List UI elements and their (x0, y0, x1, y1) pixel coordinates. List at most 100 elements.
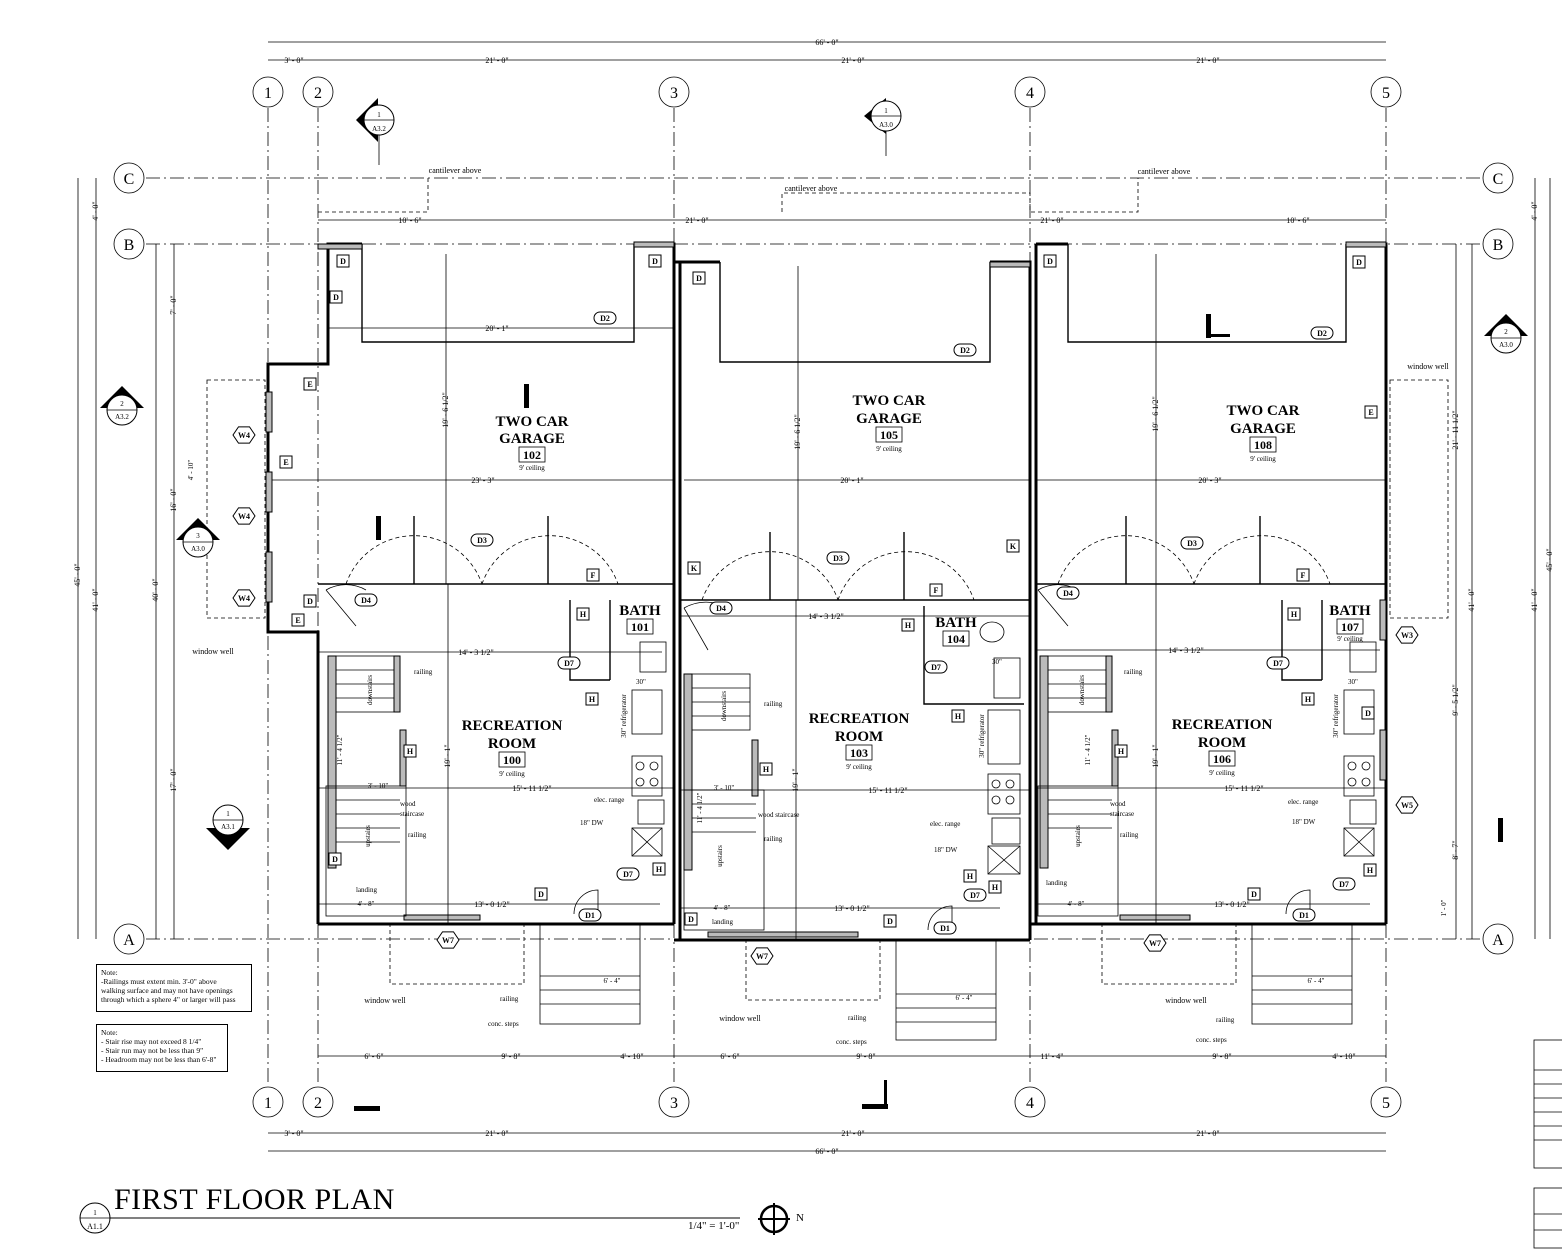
window-tag-w7: W7 (756, 952, 768, 961)
garage-105-ceiling: 9' ceiling (876, 445, 902, 453)
rec-100-ceiling: 9' ceiling (499, 770, 525, 778)
window-tag-box (750, 947, 774, 965)
grid-col-2-top: 2 (314, 85, 322, 102)
door-tag-box (759, 762, 773, 776)
garage-108-name-1: TWO CAR (1227, 403, 1300, 419)
door-type-tag-box (963, 888, 987, 902)
range-c: elec. range (1288, 798, 1318, 806)
window-tag-box (1395, 626, 1419, 644)
door-tag-e: E (295, 616, 300, 625)
window-tag-w4: W4 (238, 512, 250, 521)
grid-row-c-left: C (124, 171, 135, 188)
thirty-a: 30" (636, 678, 646, 686)
grid-row-a-left: A (123, 932, 135, 949)
section-top-left-num: 1 (377, 111, 381, 119)
section-mark-left-3: 3 A3.0 (176, 518, 220, 558)
dim-right-1: 1' - 0" (1440, 899, 1448, 916)
door-type-tag-d7: D7 (931, 663, 941, 672)
bath-104-name: BATH (935, 615, 977, 631)
rec-103-ceiling: 9' ceiling (846, 763, 872, 771)
stair-b-downstairs: downstairs (720, 691, 728, 722)
door-tag-k: K (1010, 542, 1017, 551)
note-stairs-line-4: - Headroom may not be less than 6'-8" (101, 1055, 217, 1064)
grid-bubbles: 1 2 3 4 5 1 2 3 4 5 C B A C B A (113, 76, 1514, 1118)
door-tag-box (1006, 539, 1020, 553)
door-tag-box (687, 561, 701, 575)
railing-steps-c: railing (1216, 1016, 1235, 1024)
dim-bay-4-5-bottom: 21' - 0" (1196, 1129, 1219, 1138)
rec-103-number: 103 (850, 746, 868, 760)
door-tag-h: H (967, 872, 974, 881)
stair-a-upstairs: upstairs (364, 825, 372, 847)
garage-105-name-2: GARAGE (856, 411, 922, 427)
label-window-well-right: window well (1407, 362, 1449, 371)
door-type-tag-box (1310, 326, 1334, 340)
note-railings-line-3: walking surface and may not have opening… (101, 986, 233, 995)
bath-101-name: BATH (619, 603, 661, 619)
door-tag-box (576, 607, 590, 621)
dim-left-4: 4' - 0" (91, 201, 100, 220)
garage-doors (345, 516, 1331, 601)
railing-b2: railing (764, 835, 783, 843)
dim-bay-4-5-top: 21' - 0" (1196, 56, 1219, 65)
door-tag-h: H (1291, 610, 1298, 619)
dim-left-41: 41' - 0" (91, 588, 100, 611)
thirty-c: 30" (1348, 678, 1358, 686)
door-tag-h: H (905, 621, 912, 630)
section-top-mid-sheet: A3.0 (879, 121, 893, 129)
stair-b-upstairs: upstairs (716, 845, 724, 867)
door-type-tag-box (354, 593, 378, 607)
landing-a: landing (356, 886, 377, 894)
dim-bay-2-3-bottom: 21' - 0" (485, 1129, 508, 1138)
door-type-tag-box (1180, 536, 1204, 550)
door-tag-d: D (332, 855, 338, 864)
door-type-tag-box (470, 533, 494, 547)
label-window-well-b: window well (719, 1014, 761, 1023)
door-type-tag-d4: D4 (361, 596, 371, 605)
rec-103-name-1: RECREATION (809, 711, 910, 727)
door-tag-box (1296, 568, 1310, 582)
door-tag-box (684, 912, 698, 926)
rec-100-name-1: RECREATION (462, 718, 563, 734)
dim-garage-full-left: 23' - 3" (471, 476, 494, 485)
window-tag-w7: W7 (442, 936, 454, 945)
door-tag-e: E (283, 458, 288, 467)
dim-stair-len-a: 11' - 4 1/2" (336, 734, 344, 765)
garage-102-name-1: TWO CAR (496, 414, 569, 430)
door-tag-h: H (1305, 695, 1312, 704)
door-tag-box (328, 852, 342, 866)
stair-c-upstairs: upstairs (1074, 825, 1082, 847)
door-type-tag-d7: D7 (1273, 659, 1283, 668)
door-tag-box (1363, 863, 1377, 877)
dim-left-16: 16' - 0" (169, 488, 178, 511)
bath-107-number: 107 (1341, 620, 1359, 634)
door-tag-h: H (656, 865, 663, 874)
section-mark-top-mid: 1 A3.0 (864, 98, 902, 156)
drawing-title: FIRST FLOOR PLAN (114, 1183, 395, 1216)
dim-rear-width-c: 13' - 0 1/2" (1214, 900, 1250, 909)
note-stairs-line-3: - Stair run may not be less than 9" (101, 1046, 204, 1055)
wood-staircase-c-1: wood (1110, 800, 1126, 808)
dim-rec-depth-a: 19' - 1" (443, 744, 452, 767)
cut-markers (354, 314, 1503, 1111)
garage-108-name-2: GARAGE (1230, 421, 1296, 437)
door-tag-box (1364, 405, 1378, 419)
railing-a2: railing (408, 831, 427, 839)
grid-row-b-left: B (124, 237, 135, 254)
conc-steps-b: conc. steps (836, 1038, 867, 1046)
door-tag-box (901, 618, 915, 632)
dim-garage-depth-mid: 19' - 6 1/2" (793, 414, 802, 450)
section-left-2-num: 2 (120, 400, 124, 408)
north-label: N (796, 1212, 804, 1224)
door-type-tag-box (1332, 877, 1356, 891)
wood-staircase-c-2: staircase (1110, 810, 1134, 818)
note-stairs-line-1: Note: (101, 1028, 118, 1037)
dim-bottom-b2: 9' - 8" (856, 1052, 875, 1061)
dim-left-4-10: 4' - 10" (187, 460, 195, 481)
exterior-walls (265, 241, 1388, 942)
dim-left-17: 17' - 0" (169, 768, 178, 791)
dim-rear-width-a: 13' - 0 1/2" (474, 900, 510, 909)
grid-col-3-top: 3 (670, 85, 678, 102)
note-railings-line-4: through which a sphere 4" or larger will… (101, 995, 236, 1004)
section-mark-left-1: 1 A3.1 (206, 804, 250, 850)
